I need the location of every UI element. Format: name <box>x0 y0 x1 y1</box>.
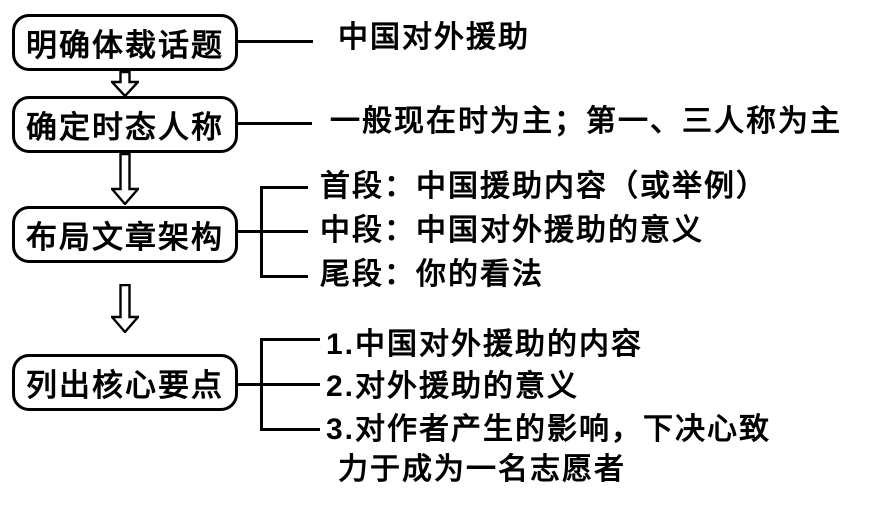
detail-text-point-3-line-2: 力于成为一名志愿者 <box>338 453 626 486</box>
detail-text-first-paragraph: 首段：中国援助内容（或举例） <box>320 170 768 203</box>
flow-box-step-3: 布局文章架构 <box>12 206 238 263</box>
bracket-branch-bottom-step-3 <box>260 275 308 278</box>
flow-box-step-4: 列出核心要点 <box>12 354 238 411</box>
detail-text-point-1: 1.中国对外援助的内容 <box>326 328 644 361</box>
detail-text-point-2: 2.对外援助的意义 <box>326 370 580 403</box>
down-arrow-icon <box>109 152 141 210</box>
bracket-branch-middle-step-4 <box>238 383 320 386</box>
bracket-branch-top-step-3 <box>260 186 308 189</box>
down-arrow-icon <box>109 283 141 338</box>
connector-line-step-2 <box>238 122 312 125</box>
detail-text-point-3-line-1: 3.对作者产生的影响，下决心致 <box>326 413 772 446</box>
bracket-branch-middle-step-3 <box>238 230 308 233</box>
detail-text-middle-paragraph: 中段：中国对外援助的意义 <box>320 214 704 247</box>
connector-line-step-1 <box>238 40 313 43</box>
detail-text-tense-person: 一般现在时为主；第一、三人称为主 <box>330 105 842 138</box>
flow-box-label: 明确体裁话题 <box>26 28 224 63</box>
detail-text-topic: 中国对外援助 <box>338 21 530 54</box>
down-arrow-icon <box>109 70 141 102</box>
detail-text-last-paragraph: 尾段：你的看法 <box>320 258 544 291</box>
flow-box-label: 确定时态人称 <box>26 110 224 145</box>
flow-box-label: 布局文章架构 <box>26 220 224 255</box>
bracket-branch-top-step-4 <box>260 338 320 341</box>
bracket-branch-bottom-step-4 <box>260 428 320 431</box>
flow-box-label: 列出核心要点 <box>26 368 224 403</box>
flow-box-step-2: 确定时态人称 <box>12 96 238 153</box>
flow-box-step-1: 明确体裁话题 <box>12 14 238 71</box>
